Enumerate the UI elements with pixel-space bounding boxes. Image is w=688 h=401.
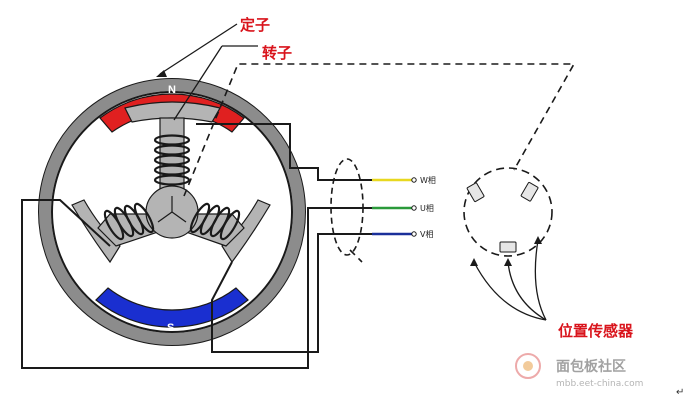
corner-return-mark: ↵ [676,387,684,398]
hall-sensor-2 [520,181,539,202]
label-leader-heads [156,70,167,77]
watermark-url: mbb.eet-china.com [556,379,643,389]
position-sensor-ring [463,167,553,257]
watermark-logo-icon [515,353,541,379]
phase-u-label: U相 [420,203,434,213]
rotor-windings [103,134,241,241]
watermark: 面包板社区 mbb.eet-china.com [515,353,643,389]
terminal-leads [372,178,412,236]
south-pole-magnet: S [95,287,249,334]
sensor-pointer-arrows [473,239,547,321]
lead-bundle-ellipse [330,158,364,256]
south-pole-label: S [167,322,174,334]
north-pole-label: N [168,84,176,96]
terminal-dots [411,177,417,237]
star-connection [157,196,187,223]
watermark-brand: 面包板社区 [556,358,626,375]
hall-sensor-3 [499,241,517,253]
label-leaders [159,23,258,121]
phase-v-label: V相 [420,229,433,239]
winding-leads [21,123,372,369]
hall-sensor-1 [466,182,485,203]
sensor-arrow-heads [470,236,542,266]
phase-w-label: W相 [420,175,436,185]
stator-label: 定子 [240,16,270,34]
sensor-projection-lines [183,63,576,263]
position-sensor-label: 位置传感器 [558,322,634,340]
rotor-label: 转子 [262,44,292,62]
rotor [71,101,271,264]
